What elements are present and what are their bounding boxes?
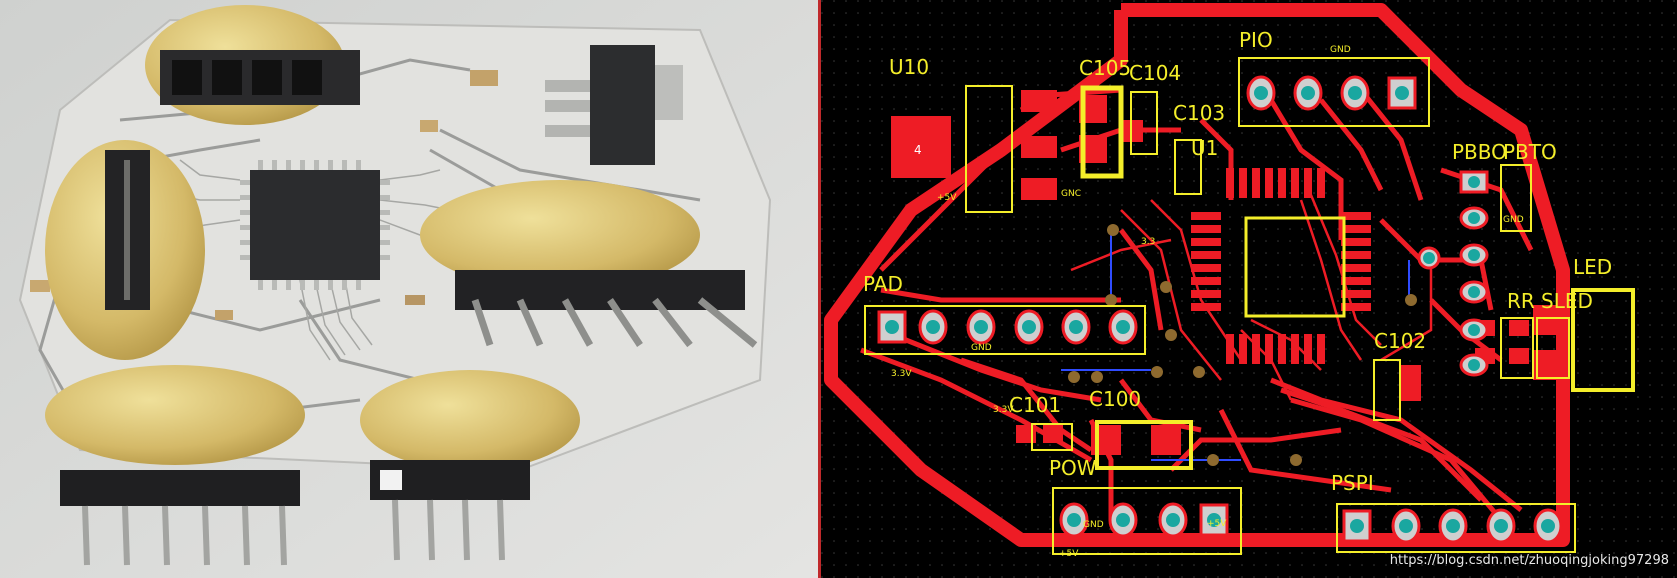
net-label-5v-bottom: +5V — [1059, 549, 1079, 559]
net-labels: GND +5V GNC GND 3.3V 3.3V GND +5V +5V GN… — [891, 45, 1524, 559]
label-pio: PIO — [1239, 28, 1273, 52]
label-led: LED — [1573, 255, 1612, 279]
label-pspi: PSPI — [1331, 471, 1374, 495]
pcb-layout-drawing: 4 — [821, 0, 1677, 578]
label-c105: C105 — [1079, 56, 1131, 80]
label-sled: SLED — [1541, 289, 1593, 313]
label-c101: C101 — [1009, 393, 1061, 417]
net-label-5v-pow: +5V — [1207, 519, 1227, 529]
net-label-gnd-pad: GND — [971, 343, 992, 353]
label-pad: PAD — [863, 272, 903, 296]
board-outline — [824, 3, 1570, 547]
silkscreen-outlines — [864, 57, 1635, 555]
label-pbto: PBTO — [1503, 140, 1557, 164]
label-c104: C104 — [1129, 61, 1181, 85]
net-label-gnc: GNC — [1061, 189, 1081, 199]
net-label-gnd: GND — [1330, 45, 1351, 55]
label-c100: C100 — [1089, 387, 1141, 411]
label-u1: U1 — [1191, 136, 1218, 160]
watermark-url: https://blog.csdn.net/zhuoqingjoking9729… — [1389, 553, 1669, 568]
label-pow: POW — [1049, 456, 1097, 480]
label-u10: U10 — [889, 55, 929, 79]
vias — [1068, 224, 1417, 466]
net-label-3v3-3: 3.3 — [1141, 237, 1155, 247]
label-rr: RR — [1507, 289, 1535, 313]
label-c102: C102 — [1374, 329, 1426, 353]
net-label-gnd-pow: GND — [1083, 520, 1104, 530]
net-label-gnd-pb: GND — [1503, 215, 1524, 225]
silkscreen-labels: U10 PIO C105 C104 C103 U1 PBBO PBTO LED … — [863, 28, 1612, 495]
label-c103: C103 — [1173, 101, 1225, 125]
net-label-3v3: 3.3V — [891, 369, 912, 379]
pcb-layout: 4 — [821, 0, 1677, 578]
pad-number-label: 4 — [914, 143, 922, 157]
net-label-3v3-2: 3.3V — [993, 405, 1014, 415]
board-photo — [0, 0, 818, 578]
label-pbbo: PBBO — [1452, 140, 1507, 164]
through-hole-pads — [877, 75, 1563, 544]
panel-divider — [818, 0, 821, 578]
net-label-5v: +5V — [937, 193, 957, 203]
board-photo-drawing — [0, 0, 818, 578]
